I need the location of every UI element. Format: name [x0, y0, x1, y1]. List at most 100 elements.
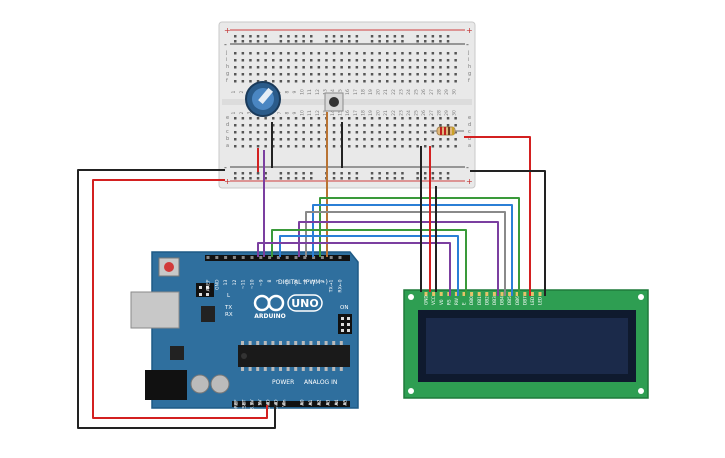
rail-hole[interactable]: [439, 35, 442, 38]
wire-gnd-to-rail[interactable]: [77, 169, 276, 429]
breadboard-hole[interactable]: [317, 145, 321, 148]
rail-hole[interactable]: [424, 172, 427, 175]
breadboard-hole[interactable]: [272, 138, 275, 141]
rail-hole[interactable]: [302, 40, 305, 43]
lcd-pin[interactable]: [523, 292, 527, 296]
breadboard-hole[interactable]: [363, 59, 366, 62]
breadboard-hole[interactable]: [340, 117, 343, 120]
breadboard-hole[interactable]: [241, 66, 245, 69]
breadboard-hole[interactable]: [302, 80, 305, 83]
breadboard-hole[interactable]: [355, 145, 359, 148]
breadboard-hole[interactable]: [370, 80, 374, 83]
arduino-pin-hole[interactable]: [268, 256, 272, 259]
breadboard-hole[interactable]: [370, 117, 374, 120]
breadboard-hole[interactable]: [302, 73, 305, 76]
rail-hole[interactable]: [294, 35, 298, 38]
lcd-pin[interactable]: [485, 292, 489, 296]
breadboard-hole[interactable]: [249, 66, 252, 69]
rail-hole[interactable]: [378, 40, 381, 43]
rail-hole[interactable]: [340, 177, 343, 180]
rail-hole[interactable]: [340, 40, 343, 43]
wire-lcd-db4[interactable]: [298, 221, 499, 296]
breadboard-hole[interactable]: [256, 52, 260, 55]
rail-hole[interactable]: [348, 177, 351, 180]
rail-hole[interactable]: [424, 177, 427, 180]
breadboard-hole[interactable]: [446, 66, 450, 69]
breadboard-hole[interactable]: [302, 124, 305, 127]
breadboard-hole[interactable]: [302, 59, 305, 62]
breadboard-hole[interactable]: [241, 59, 245, 62]
rail-hole[interactable]: [256, 40, 260, 43]
rail-hole[interactable]: [355, 40, 359, 43]
arduino-pin-hole[interactable]: [326, 402, 330, 405]
rail-hole[interactable]: [393, 35, 397, 38]
breadboard-hole[interactable]: [348, 66, 351, 69]
rail-hole[interactable]: [234, 40, 237, 43]
breadboard-hole[interactable]: [287, 66, 290, 69]
lcd-pin[interactable]: [424, 292, 428, 296]
breadboard-hole[interactable]: [279, 131, 283, 134]
breadboard-hole[interactable]: [370, 66, 374, 69]
breadboard-hole[interactable]: [272, 131, 275, 134]
arduino-uno-board[interactable]: ARDUINO UNO DIGITAL (PWM~) ANALOG IN POW…: [130, 251, 359, 414]
breadboard-hole[interactable]: [386, 131, 389, 134]
rail-hole[interactable]: [416, 35, 419, 38]
breadboard-hole[interactable]: [249, 73, 252, 76]
breadboard-hole[interactable]: [408, 66, 412, 69]
breadboard-hole[interactable]: [272, 117, 275, 120]
breadboard-hole[interactable]: [355, 117, 359, 120]
arduino-pin-hole[interactable]: [234, 402, 238, 405]
breadboard-hole[interactable]: [363, 52, 366, 55]
breadboard-hole[interactable]: [370, 73, 374, 76]
breadboard-hole[interactable]: [348, 138, 351, 141]
push-button[interactable]: [324, 92, 344, 112]
breadboard-hole[interactable]: [332, 80, 336, 83]
breadboard-hole[interactable]: [370, 52, 374, 55]
breadboard-hole[interactable]: [249, 80, 252, 83]
rail-hole[interactable]: [401, 35, 404, 38]
arduino-pin-hole[interactable]: [312, 256, 316, 259]
rail-hole[interactable]: [325, 35, 328, 38]
breadboard-hole[interactable]: [317, 52, 321, 55]
arduino-pin-hole[interactable]: [320, 256, 324, 259]
potentiometer[interactable]: [245, 81, 281, 117]
breadboard-hole[interactable]: [363, 80, 366, 83]
rail-hole[interactable]: [279, 35, 283, 38]
rail-hole[interactable]: [256, 177, 260, 180]
breadboard-hole[interactable]: [279, 59, 283, 62]
breadboard-hole[interactable]: [439, 80, 442, 83]
breadboard-hole[interactable]: [454, 52, 457, 55]
breadboard-hole[interactable]: [234, 131, 237, 134]
breadboard-hole[interactable]: [256, 73, 260, 76]
wire-led-gnd[interactable]: [470, 170, 546, 296]
breadboard-hole[interactable]: [408, 131, 412, 134]
breadboard-hole[interactable]: [272, 124, 275, 127]
breadboard-hole[interactable]: [317, 59, 321, 62]
breadboard-hole[interactable]: [378, 66, 381, 69]
rail-hole[interactable]: [294, 177, 298, 180]
lcd-pin[interactable]: [462, 292, 466, 296]
arduino-pin-hole[interactable]: [258, 402, 262, 405]
breadboard-hole[interactable]: [416, 145, 419, 148]
breadboard-hole[interactable]: [424, 117, 427, 120]
breadboard-hole[interactable]: [348, 145, 351, 148]
breadboard-hole[interactable]: [454, 73, 457, 76]
rail-hole[interactable]: [370, 172, 374, 175]
breadboard-hole[interactable]: [416, 66, 419, 69]
breadboard-hole[interactable]: [416, 117, 419, 120]
breadboard-hole[interactable]: [340, 59, 343, 62]
rail-hole[interactable]: [256, 35, 260, 38]
breadboard-hole[interactable]: [439, 117, 442, 120]
breadboard-hole[interactable]: [310, 59, 313, 62]
breadboard-hole[interactable]: [416, 73, 419, 76]
breadboard-hole[interactable]: [256, 138, 260, 141]
rail-hole[interactable]: [310, 35, 313, 38]
breadboard-hole[interactable]: [355, 59, 359, 62]
breadboard-hole[interactable]: [302, 66, 305, 69]
breadboard-hole[interactable]: [378, 59, 381, 62]
breadboard-hole[interactable]: [287, 52, 290, 55]
breadboard-hole[interactable]: [454, 145, 457, 148]
rail-hole[interactable]: [355, 35, 359, 38]
arduino-pin-hole[interactable]: [338, 256, 342, 259]
breadboard-hole[interactable]: [401, 80, 404, 83]
